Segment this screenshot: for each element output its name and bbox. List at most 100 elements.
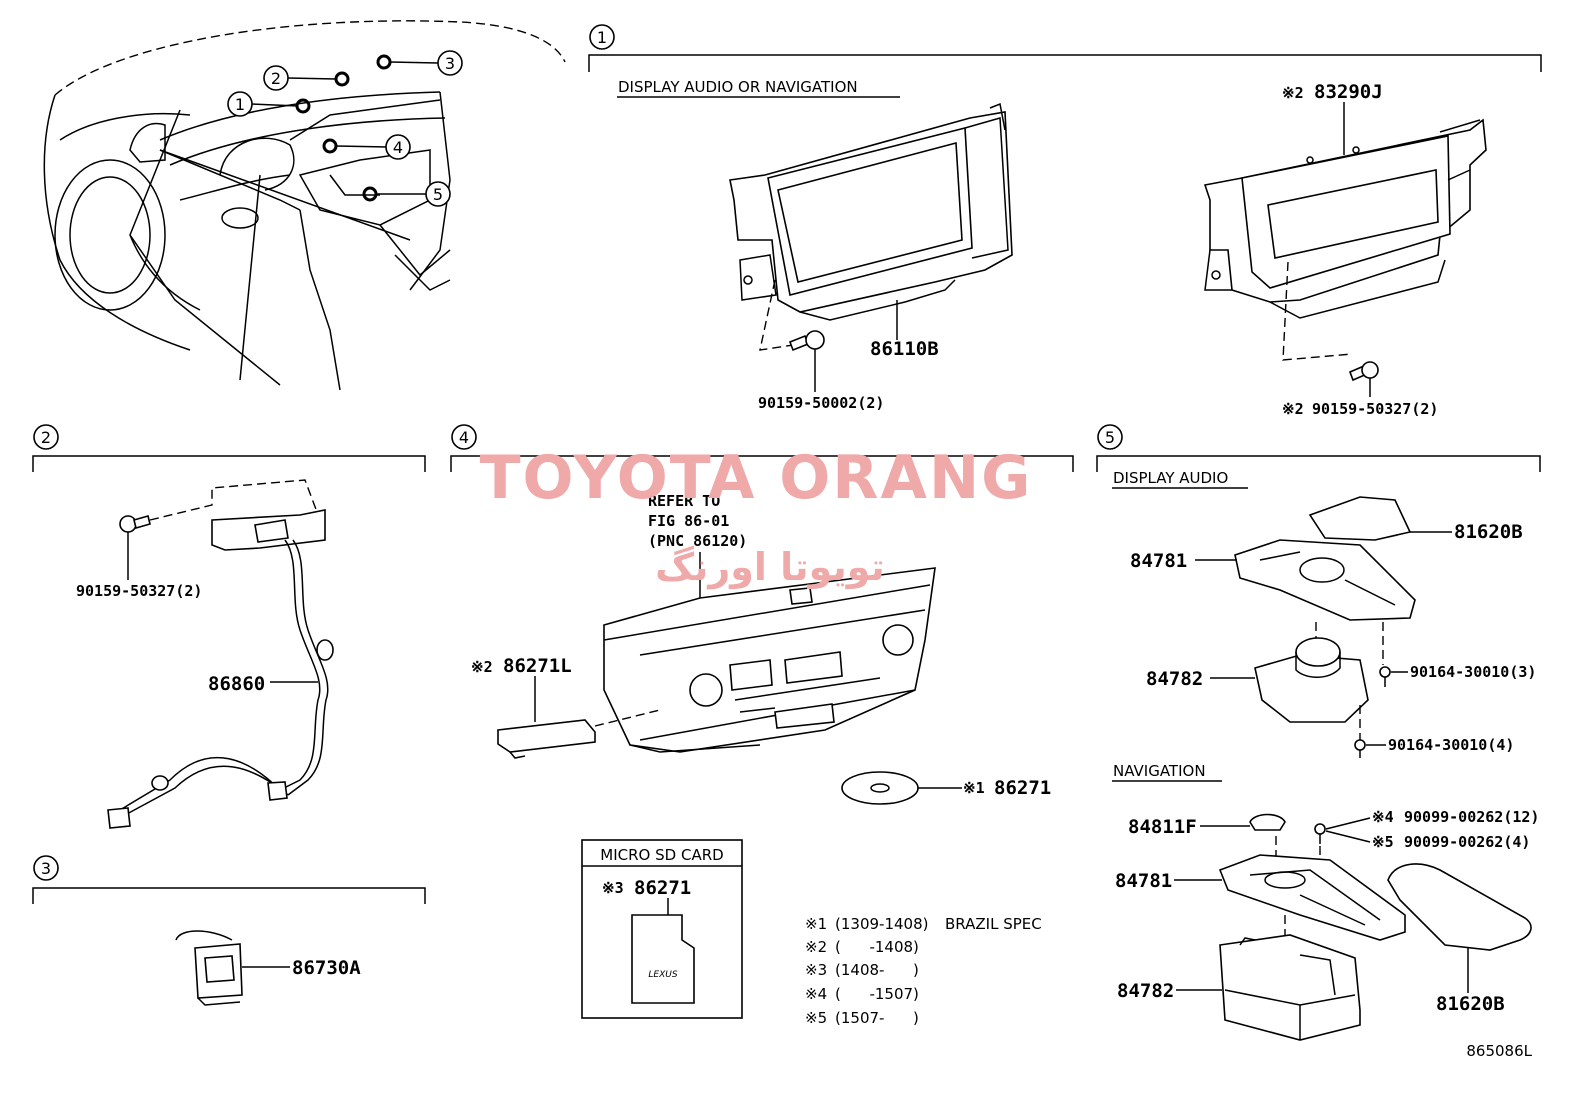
part-86271L: 86271L [503, 655, 572, 677]
part-90159-50327-s2: 90159-50327(2) [76, 582, 202, 600]
knob-84811F-drawing [1249, 813, 1286, 831]
micro-sd-card-box: MICRO SD CARD ※3 86271 LEXUS [581, 839, 743, 1019]
part-86110B: 86110B [870, 338, 939, 360]
part-90164-30010-3: 90164-30010(3) [1410, 663, 1536, 681]
svg-text:(1408- ): (1408- ) [835, 961, 919, 979]
note-3: ※3 (1408- ) [805, 961, 919, 979]
notes-legend: ※1 (1309-1408) BRAZIL SPEC ※2 ( -1408) ※… [805, 915, 1042, 1027]
section-3: 3 86730A [32, 855, 426, 1006]
antenna-86860-drawing [107, 509, 334, 829]
section-1-title: DISPLAY AUDIO OR NAVIGATION [618, 78, 858, 96]
section-1-number: 1 [597, 28, 607, 47]
part-84782-nav: 84782 [1117, 980, 1174, 1002]
part-90159-50002: 90159-50002(2) [758, 394, 884, 412]
part-86860: 86860 [208, 673, 265, 695]
svg-text:(1507- ): (1507- ) [835, 1009, 919, 1027]
part-86271L-mark: ※2 [471, 658, 493, 676]
section-5-number: 5 [1105, 428, 1115, 447]
section-3-number: 3 [41, 859, 51, 878]
svg-text:2: 2 [271, 69, 281, 88]
section-2-number: 2 [41, 428, 51, 447]
part-90159-50327-s1: 90159-50327(2) [1312, 400, 1438, 418]
part-84781-da: 84781 [1130, 550, 1187, 572]
overview-callout-1: 1 [227, 91, 311, 117]
part-84781-nav: 84781 [1115, 870, 1172, 892]
section-4: 4 REFER TO FIG 86-01 (PNC 86120) [450, 424, 1074, 805]
watermark-arabic: تویوتا اورنگ [655, 545, 885, 590]
disc-86271-drawing [841, 771, 919, 805]
svg-text:※1: ※1 [805, 915, 827, 933]
section-5-navigation-title: NAVIGATION [1113, 762, 1206, 780]
svg-text:1: 1 [235, 95, 245, 114]
section-5: 5 DISPLAY AUDIO 81620B 84781 84782 [1096, 424, 1541, 1041]
svg-text:(1309-1408): (1309-1408) [835, 915, 928, 933]
part-81620B-da: 81620B [1454, 521, 1523, 543]
svg-text:3: 3 [445, 54, 455, 73]
controller-84782-da-drawing [1254, 637, 1369, 723]
overview-callout-2: 2 [263, 65, 350, 91]
refer-line-3: (PNC 86120) [648, 532, 747, 550]
note-4: ※4 ( -1507) [805, 985, 919, 1003]
note-5: ※5 (1507- ) [805, 1009, 919, 1027]
section-1: 1 DISPLAY AUDIO OR NAVIGATION 90159-5000… [588, 24, 1542, 418]
part-86271-mark: ※1 [963, 779, 985, 797]
bezel-84781-nav-drawing [1218, 854, 1406, 941]
part-90099-12-mark: ※4 [1372, 808, 1394, 826]
bezel-84781-da-drawing [1234, 539, 1416, 621]
part-81620B-nav: 81620B [1436, 993, 1505, 1015]
part-84782-da: 84782 [1146, 668, 1203, 690]
svg-text:4: 4 [393, 138, 403, 157]
svg-text:※3: ※3 [805, 961, 827, 979]
part-84811F: 84811F [1128, 816, 1197, 838]
section-4-number: 4 [459, 428, 469, 447]
refer-line-1: REFER TO [648, 492, 720, 510]
card-86271L-drawing [497, 719, 596, 759]
pad-81620B-nav-drawing [1387, 863, 1532, 951]
svg-text:※5: ※5 [805, 1009, 827, 1027]
watermark-latin: TOYOTA ORANG [480, 443, 1033, 513]
refer-line-2: FIG 86-01 [648, 512, 729, 530]
part-83290J: 83290J [1314, 81, 1383, 103]
overview-callout-4: 4 [322, 134, 411, 160]
overview-callout-5: 5 [362, 181, 451, 207]
part-90164-30010-4: 90164-30010(4) [1388, 736, 1514, 754]
part-90099-00262-4: 90099-00262(4) [1404, 833, 1530, 851]
part-86730A: 86730A [292, 957, 361, 979]
controller-84782-nav-drawing [1219, 934, 1361, 1041]
display-83290J-drawing [1203, 118, 1487, 319]
micro-sd-part: 86271 [634, 877, 691, 899]
module-86730A-drawing [175, 930, 243, 1006]
display-86110B-drawing [729, 102, 1013, 321]
screw-90164-3 [1379, 666, 1391, 687]
micro-sd-part-mark: ※3 [602, 879, 624, 897]
svg-text:( -1507): ( -1507) [835, 985, 919, 1003]
part-90159-50327-s1-mark: ※2 [1282, 400, 1304, 418]
overview-illustration: 1 2 3 4 5 [43, 20, 566, 391]
note-2: ※2 ( -1408) [805, 938, 919, 956]
figure-id: 865086L [1466, 1042, 1532, 1060]
bolt-90159-50002 [788, 330, 825, 352]
svg-text:BRAZIL SPEC: BRAZIL SPEC [945, 915, 1042, 933]
section-2: 2 90159-50327(2) 86860 [32, 424, 426, 829]
bolt-90159-50327-s1 [1348, 361, 1379, 382]
screw-90164-4 [1354, 739, 1366, 758]
part-83290J-mark: ※2 [1282, 84, 1304, 102]
svg-text:( -1408): ( -1408) [835, 938, 919, 956]
part-86271: 86271 [994, 777, 1051, 799]
pad-81620B-da-drawing [1308, 496, 1412, 541]
part-90099-4-mark: ※5 [1372, 833, 1394, 851]
micro-sd-brand: LEXUS [648, 970, 677, 980]
bolt-90159-50327-s2 [119, 515, 151, 533]
screw-90099 [1314, 823, 1326, 844]
head-unit-drawing [603, 567, 936, 753]
svg-text:5: 5 [433, 185, 443, 204]
section-5-display-audio-title: DISPLAY AUDIO [1113, 469, 1228, 487]
svg-text:※2: ※2 [805, 938, 827, 956]
note-1: ※1 (1309-1408) BRAZIL SPEC [805, 915, 1042, 933]
micro-sd-card-shape [631, 914, 695, 1004]
svg-text:※4: ※4 [805, 985, 827, 1003]
part-90099-00262-12: 90099-00262(12) [1404, 808, 1539, 826]
micro-sd-title: MICRO SD CARD [600, 846, 723, 864]
watermark: TOYOTA ORANG تویوتا اورنگ [480, 443, 1033, 590]
